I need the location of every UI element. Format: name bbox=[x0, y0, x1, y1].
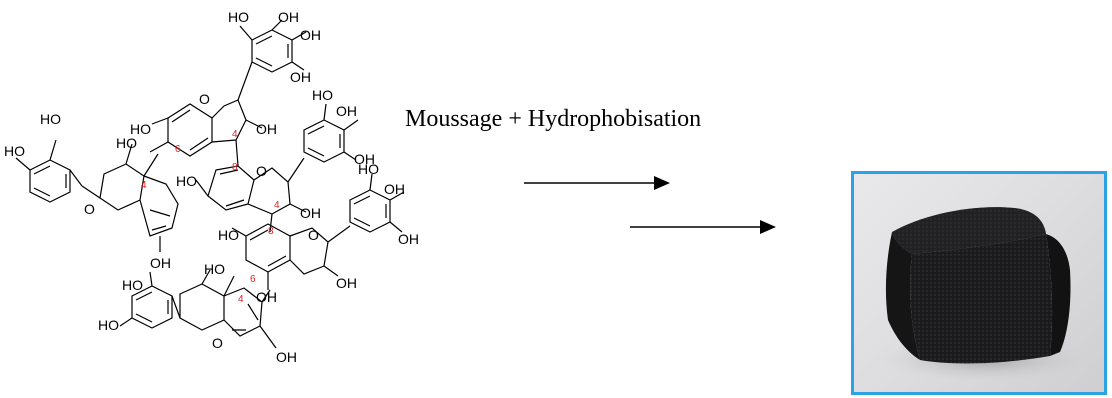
hydroxyl-label: HO bbox=[218, 227, 239, 243]
hydroxyl-label: OH bbox=[276, 349, 297, 365]
hydroxyl-label: HO bbox=[204, 261, 225, 277]
ring-oxygen-label: O bbox=[84, 201, 95, 217]
hydroxyl-label: OH bbox=[256, 121, 277, 137]
hydroxyl-label: HO bbox=[98, 317, 119, 333]
hydroxyl-label: OH bbox=[336, 103, 357, 119]
ring-oxygen-label: O bbox=[212, 335, 223, 351]
hydroxyl-label: HO bbox=[176, 173, 197, 189]
hydroxyl-label: HO bbox=[312, 87, 333, 103]
position-number: 4 bbox=[141, 180, 147, 191]
tannin-foam-photo bbox=[851, 171, 1107, 395]
hydroxyl-label: HO bbox=[40, 111, 61, 127]
process-label: Moussage + Hydrophobisation bbox=[405, 106, 702, 132]
position-number: 4 bbox=[274, 200, 280, 211]
hydroxyl-label: OH bbox=[354, 151, 375, 167]
hydroxyl-label: OH bbox=[256, 289, 277, 305]
tannin-structure-diagram: HO OH OH OH O HO OH HO OH OH O HO OH HO … bbox=[4, 9, 419, 365]
hydroxyl-label: OH bbox=[278, 9, 299, 25]
hydroxyl-label: OH bbox=[384, 181, 405, 197]
position-number: 8 bbox=[268, 226, 274, 237]
arrow-right-icon bbox=[524, 176, 670, 190]
hydroxyl-label: HO bbox=[228, 9, 249, 25]
position-number: 4 bbox=[238, 294, 244, 305]
position-number: 6 bbox=[175, 144, 181, 155]
hydroxyl-label: HO bbox=[116, 135, 137, 151]
position-number: 8 bbox=[232, 162, 238, 173]
foam-cube-image bbox=[878, 207, 1094, 382]
arrow-right-icon bbox=[630, 220, 776, 234]
hydroxyl-label: OH bbox=[290, 69, 311, 85]
hydroxyl-label: OH bbox=[300, 205, 321, 221]
hydroxyl-label: HO bbox=[4, 143, 25, 159]
ring-oxygen-label: O bbox=[308, 227, 319, 243]
ring-oxygen-label: O bbox=[199, 91, 210, 107]
position-number: 4 bbox=[232, 129, 238, 140]
hydroxyl-label: HO bbox=[358, 161, 379, 177]
position-number: 6 bbox=[250, 274, 256, 285]
hydroxyl-label: OH bbox=[300, 27, 321, 43]
hydroxyl-label: OH bbox=[398, 231, 419, 247]
hydroxyl-label: OH bbox=[336, 275, 357, 291]
hydroxyl-label: HO bbox=[130, 121, 151, 137]
hydroxyl-label: HO bbox=[122, 277, 143, 293]
ring-oxygen-label: O bbox=[256, 163, 267, 179]
hydroxyl-label: OH bbox=[150, 255, 171, 271]
